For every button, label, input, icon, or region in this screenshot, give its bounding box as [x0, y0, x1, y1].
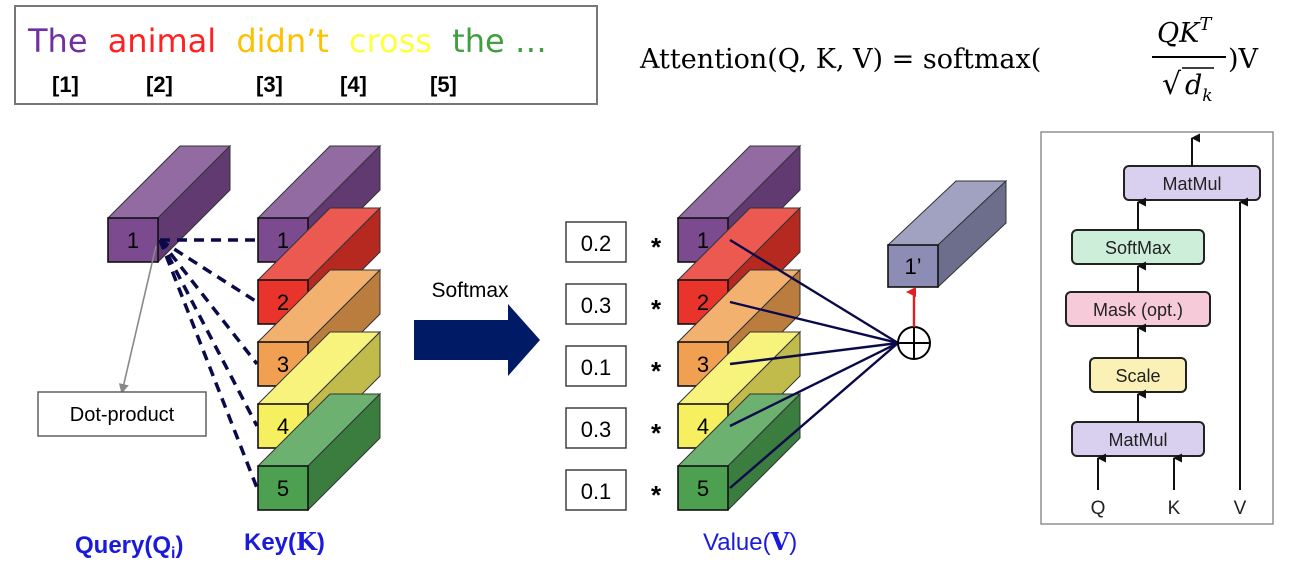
weight-box-4 — [565, 407, 627, 449]
value-cube-4-label: 4 — [697, 414, 709, 439]
output-cube-label: 1’ — [904, 254, 921, 279]
weight-value-1: 0.2 — [581, 231, 612, 256]
weight-value-5: 0.1 — [581, 479, 612, 504]
block-1-label: MatMul — [1162, 174, 1221, 194]
key-cube-2: 2 — [256, 206, 382, 326]
value-cube-1-label: 1 — [697, 228, 709, 253]
query-cube-label: 1 — [127, 228, 139, 253]
dot-product-label: Dot-product — [70, 404, 175, 426]
input-label-k: K — [1168, 498, 1181, 519]
word-4: cross — [349, 22, 432, 60]
value-caption: Value(V) — [703, 527, 797, 556]
value-cube-5: 5 — [676, 392, 802, 512]
formula-rhs: )V — [1228, 44, 1259, 75]
index-3: [3] — [256, 72, 283, 97]
weight-box-5 — [565, 469, 627, 511]
index-1: [1] — [52, 72, 79, 97]
multiply-sign-1: * — [651, 232, 662, 262]
weight-value-3: 0.1 — [581, 355, 612, 380]
key-cube-3-label: 3 — [277, 352, 289, 377]
block-4-label: Scale — [1115, 366, 1160, 386]
dot-product-line-2 — [159, 238, 258, 304]
block-3-label: Mask (opt.) — [1093, 300, 1183, 320]
value-to-sum-line-3 — [729, 341, 899, 366]
key-cube-5: 5 — [256, 392, 382, 512]
formula-numerator: QKT — [1157, 14, 1213, 49]
index-5: [5] — [430, 72, 457, 97]
dot-product-arrow — [118, 245, 157, 394]
index-2: [2] — [146, 72, 173, 97]
word-5: the … — [452, 22, 547, 60]
formula-lhs: Attention(Q, K, V) = softmax( — [639, 44, 1041, 75]
key-cube-2-label: 2 — [277, 290, 289, 315]
value-to-sum-line-2 — [729, 300, 899, 345]
dot-product-line-3 — [158, 238, 259, 366]
multiply-sign-4: * — [651, 418, 662, 448]
word-1: The — [27, 22, 88, 60]
index-4: [4] — [340, 72, 367, 97]
formula-sqrt: √ — [1162, 67, 1182, 102]
weight-box-2 — [565, 283, 627, 325]
weight-value-2: 0.3 — [581, 293, 612, 318]
softmax-arrow — [414, 304, 540, 376]
formula-denominator: dk — [1185, 70, 1213, 106]
multiply-sign-3: * — [651, 356, 662, 386]
sentence-line: The animal didn’t cross the … — [27, 22, 547, 60]
multiply-sign-2: * — [651, 294, 662, 324]
weight-value-4: 0.3 — [581, 417, 612, 442]
key-cube-5-label: 5 — [277, 476, 289, 501]
weight-box-3 — [565, 345, 627, 387]
input-label-q: Q — [1091, 498, 1106, 519]
dot-product-box — [37, 391, 207, 437]
value-cube-3-label: 3 — [697, 352, 709, 377]
input-label-v: V — [1234, 498, 1247, 519]
value-to-sum-line-1 — [729, 238, 899, 345]
dot-product-line-5 — [158, 239, 259, 489]
key-cube-4-label: 4 — [277, 414, 289, 439]
value-to-sum-line-5 — [729, 342, 899, 489]
softmax-label: Softmax — [431, 279, 509, 302]
word-2: animal — [108, 22, 216, 60]
block-2-label: SoftMax — [1105, 238, 1171, 258]
dot-product-line-4 — [158, 239, 259, 427]
sentence-box — [14, 5, 598, 105]
query-caption: Query(Qi) — [75, 532, 183, 562]
output-cube: 1’ — [886, 179, 1008, 289]
word-3: didn’t — [236, 22, 329, 60]
value-cube-5-label: 5 — [697, 476, 709, 501]
multiply-sign-5: * — [651, 480, 662, 510]
key-caption: Key(K) — [244, 527, 325, 556]
weight-box-1 — [565, 221, 627, 263]
block-5-label: MatMul — [1108, 430, 1167, 450]
value-cube-2-label: 2 — [697, 290, 709, 315]
value-to-sum-line-4 — [729, 341, 899, 428]
key-cube-1-label: 1 — [277, 228, 289, 253]
query-cube: 1 — [106, 144, 232, 264]
